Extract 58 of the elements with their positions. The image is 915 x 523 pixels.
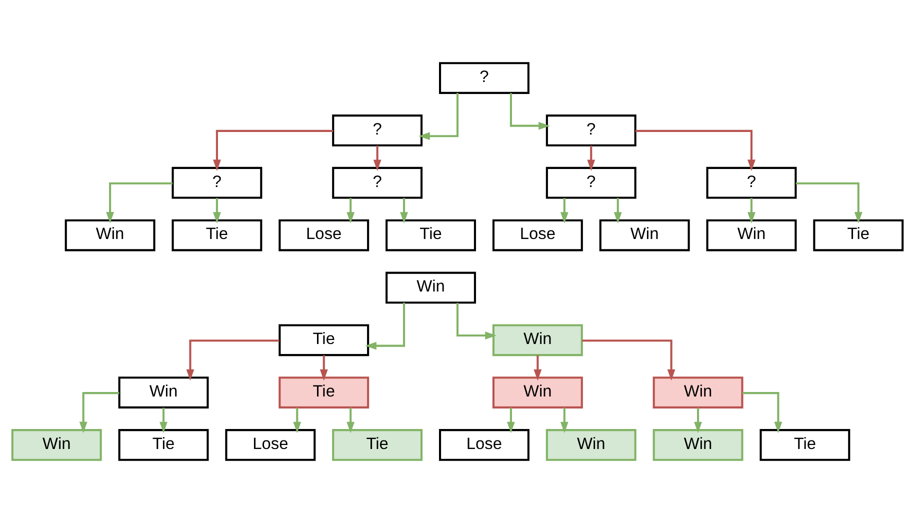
arrow [456,302,496,340]
arrow [373,146,382,172]
node-box: ? [706,166,797,199]
arrow [213,198,221,224]
arrow [748,198,756,224]
node-box: Tie [278,376,370,408]
arrow [560,408,568,434]
node-box: Tie [118,429,209,461]
node-box: Lose [225,429,316,461]
arrow [587,146,596,172]
node-box: ? [332,166,423,199]
node-box: ? [172,166,262,199]
arrow [365,302,406,350]
arrow [418,92,459,140]
arrow [160,408,168,434]
node-box: Tie [332,429,423,461]
arrow [510,93,550,130]
node-box: Win [492,376,583,408]
arrow [506,408,515,434]
node-box: Win [11,429,102,461]
arrow [614,198,622,224]
arrow [213,130,334,171]
node-box: Win [652,429,744,461]
node-box: Tie [278,324,370,356]
arrow [186,340,280,381]
arrow [582,340,676,381]
node-box: Tie [386,219,476,252]
node-box: Win [652,376,744,408]
node-box: Win [64,219,156,252]
node-box: Tie [760,429,850,461]
arrow [694,408,702,434]
node-box: ? [332,114,423,146]
node-box: ? [546,166,636,199]
node-box: Tie [172,219,262,252]
arrow [106,182,173,224]
node-box: Win [118,376,209,408]
arrow [796,182,862,224]
node-box: Tie [813,219,904,252]
node-box: ? [439,62,530,94]
node-box: Win [599,219,690,252]
arrow [400,198,408,224]
arrow [320,355,328,381]
node-box: Lose [492,219,583,252]
node-box: Lose [278,219,370,252]
node-box: Win [386,272,476,304]
arrow [346,198,355,224]
node-box: Win [706,219,797,252]
node-box: ? [546,114,636,146]
arrow [742,392,782,434]
arrow [79,392,120,434]
arrow [534,355,542,381]
node-box: Win [546,429,636,461]
node-box: Lose [439,429,530,461]
arrow [635,130,756,171]
arrow [293,408,302,434]
node-box: Win [492,324,583,356]
arrow [346,408,355,434]
arrow [560,198,568,224]
